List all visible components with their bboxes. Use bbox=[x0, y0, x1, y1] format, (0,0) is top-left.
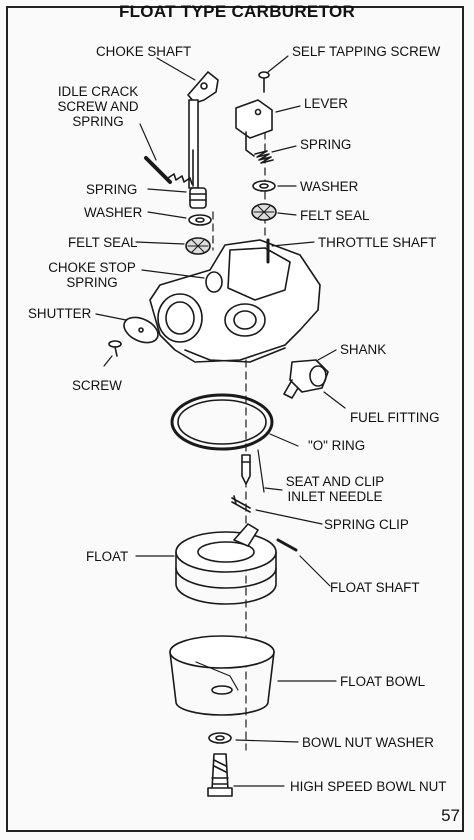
label-seat-clip-line2: INLET NEEDLE bbox=[287, 489, 383, 504]
label-idle-crack-line1: IDLE CRACK bbox=[57, 84, 139, 99]
label-washer-right: WASHER bbox=[300, 179, 359, 194]
inlet-needle-part bbox=[241, 454, 251, 485]
label-spring-left: SPRING bbox=[86, 182, 138, 197]
label-felt-seal-right: FELT SEAL bbox=[300, 208, 370, 223]
page-number: 57 bbox=[441, 806, 460, 825]
label-felt-seal-left: FELT SEAL bbox=[68, 235, 138, 250]
choke-shaft-part bbox=[187, 71, 219, 189]
label-choke-shaft: CHOKE SHAFT bbox=[96, 44, 192, 59]
high-speed-bowl-nut-part bbox=[207, 753, 233, 797]
left-washer-part bbox=[188, 214, 212, 226]
label-spring-right: SPRING bbox=[300, 137, 352, 152]
spring-clip-part bbox=[231, 495, 251, 513]
float-part bbox=[175, 523, 277, 605]
left-felt-seal-part bbox=[185, 237, 211, 255]
o-ring-part bbox=[170, 393, 274, 451]
seat-clip-bracket bbox=[257, 449, 265, 493]
diagram-title: FLOAT TYPE CARBURETOR bbox=[118, 2, 356, 21]
label-idle-crack-line3: SPRING bbox=[72, 114, 124, 129]
label-o-ring: "O" RING bbox=[308, 438, 366, 453]
label-throttle-shaft: THROTTLE SHAFT bbox=[318, 235, 437, 250]
label-screw: SCREW bbox=[72, 378, 122, 393]
lever-part bbox=[235, 99, 273, 157]
label-self-tapping-screw: SELF TAPPING SCREW bbox=[292, 44, 441, 59]
float-bowl-part bbox=[169, 635, 275, 716]
label-float: FLOAT bbox=[86, 549, 129, 564]
carburetor-body-part bbox=[149, 238, 321, 363]
right-spring-part bbox=[254, 150, 274, 164]
screw-part bbox=[108, 340, 122, 357]
label-shutter: SHUTTER bbox=[28, 306, 92, 321]
label-lever: LEVER bbox=[304, 96, 348, 111]
label-choke-stop-spring: CHOKE STOP SPRING bbox=[42, 260, 142, 290]
label-idle-crack-screw: IDLE CRACK SCREW AND SPRING bbox=[52, 84, 144, 129]
right-washer-part bbox=[252, 180, 276, 192]
label-choke-stop-line1: CHOKE STOP bbox=[48, 260, 136, 275]
label-spring-clip: SPRING CLIP bbox=[324, 517, 409, 532]
bowl-nut-washer-part bbox=[208, 732, 232, 744]
right-felt-seal-part bbox=[251, 203, 277, 221]
shutter-part bbox=[123, 316, 159, 344]
label-float-bowl: FLOAT BOWL bbox=[340, 674, 426, 689]
label-bowl-nut-washer: BOWL NUT WASHER bbox=[302, 735, 434, 750]
label-seat-clip-inlet-needle: SEAT AND CLIP INLET NEEDLE bbox=[282, 474, 388, 504]
page-border bbox=[6, 6, 464, 832]
leader-lines bbox=[95, 55, 346, 787]
label-idle-crack-line2: SCREW AND bbox=[57, 99, 139, 114]
label-washer-left: WASHER bbox=[84, 205, 143, 220]
left-spring-part bbox=[189, 187, 207, 209]
idle-crack-screw-part bbox=[144, 156, 193, 185]
label-float-shaft: FLOAT SHAFT bbox=[330, 580, 420, 595]
label-choke-stop-line2: SPRING bbox=[66, 275, 118, 290]
float-shaft-part bbox=[276, 538, 298, 552]
label-fuel-fitting: FUEL FITTING bbox=[350, 410, 440, 425]
fuel-fitting-part bbox=[283, 359, 329, 399]
label-high-speed-bowl-nut: HIGH SPEED BOWL NUT bbox=[290, 779, 447, 794]
label-shank: SHANK bbox=[340, 342, 387, 357]
label-seat-clip-line1: SEAT AND CLIP bbox=[285, 474, 385, 489]
self-tapping-screw-part bbox=[258, 71, 270, 93]
